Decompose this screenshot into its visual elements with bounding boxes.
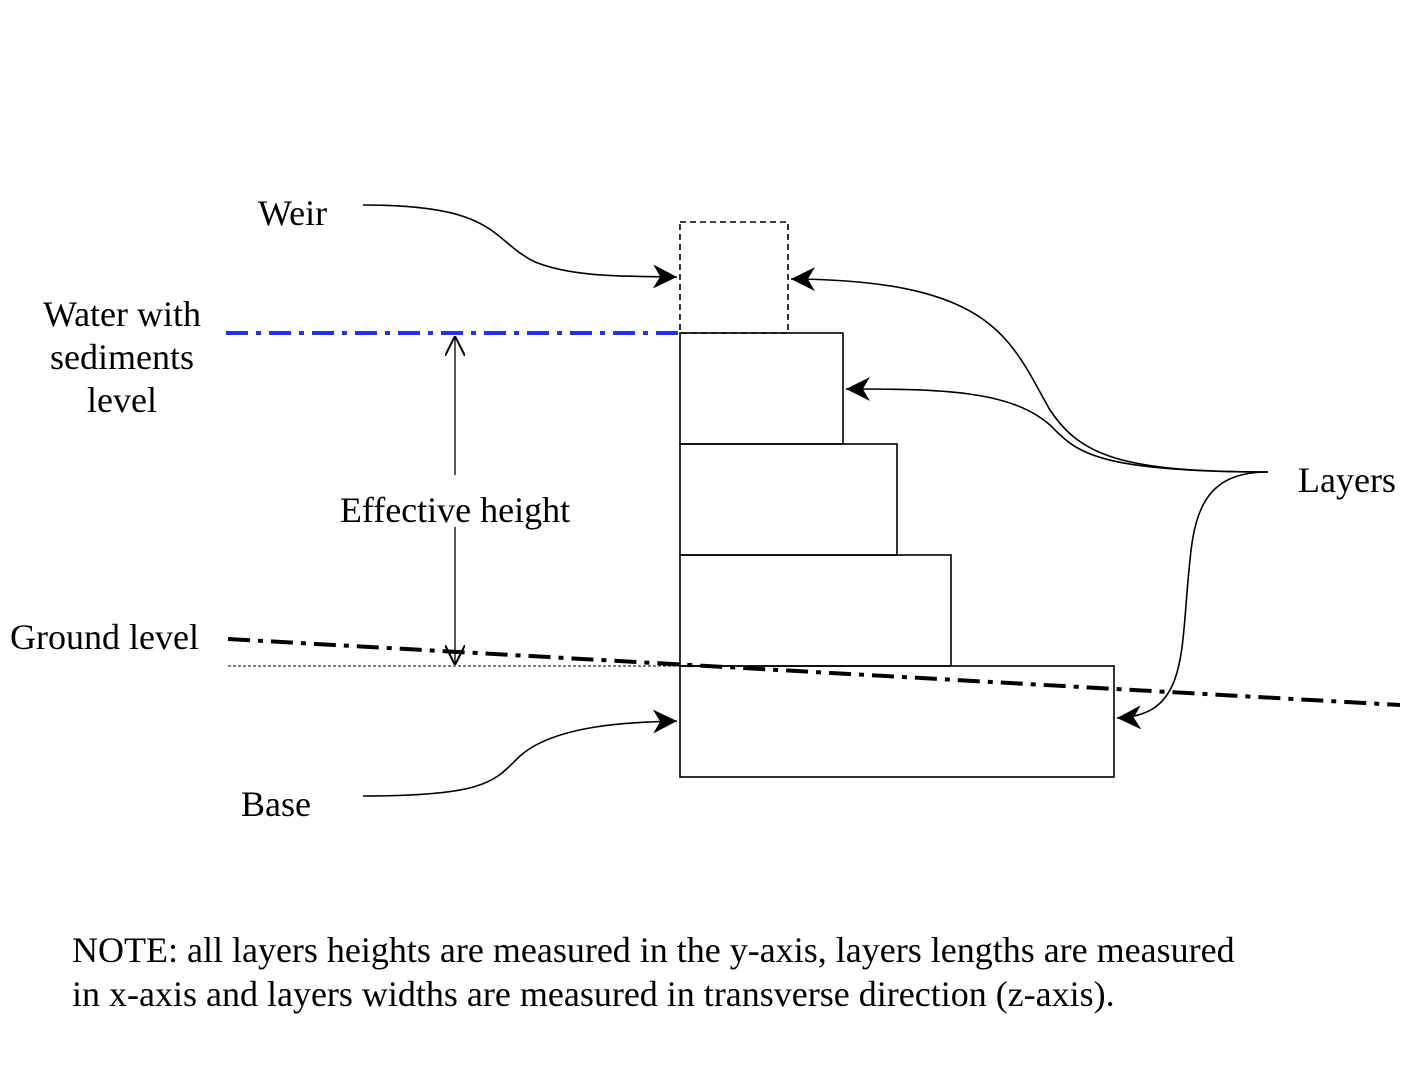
base-label: Base bbox=[241, 784, 311, 824]
layer-3 bbox=[679, 554, 952, 667]
layers-leader-weir bbox=[790, 267, 1269, 473]
base-block bbox=[679, 665, 1115, 778]
effective-height-label: Effective height bbox=[340, 490, 570, 530]
ground-level-line bbox=[227, 637, 1401, 707]
weir-block bbox=[679, 221, 789, 334]
layers-leader-layer-1 bbox=[845, 377, 1269, 473]
layers-label: Layers bbox=[1298, 460, 1396, 500]
note-line-2: in x-axis and layers widths are measured… bbox=[72, 974, 1115, 1014]
layers-leader-base bbox=[1116, 471, 1269, 730]
weir-leader-arrow bbox=[362, 204, 678, 289]
water-sediments-label-line2: sediments bbox=[50, 337, 194, 377]
ground-level-label: Ground level bbox=[10, 617, 199, 657]
weir-label: Weir bbox=[258, 193, 327, 233]
layer-1 bbox=[679, 332, 844, 445]
note-text: NOTE: all layers heights are measured in… bbox=[72, 928, 1372, 1016]
base-leader-arrow bbox=[362, 709, 678, 797]
note-line-1: NOTE: all layers heights are measured in… bbox=[72, 930, 1235, 970]
water-sediments-label-line3: level bbox=[87, 380, 157, 420]
water-sediments-label-line1: Water with bbox=[43, 294, 201, 334]
layer-2 bbox=[679, 443, 898, 556]
